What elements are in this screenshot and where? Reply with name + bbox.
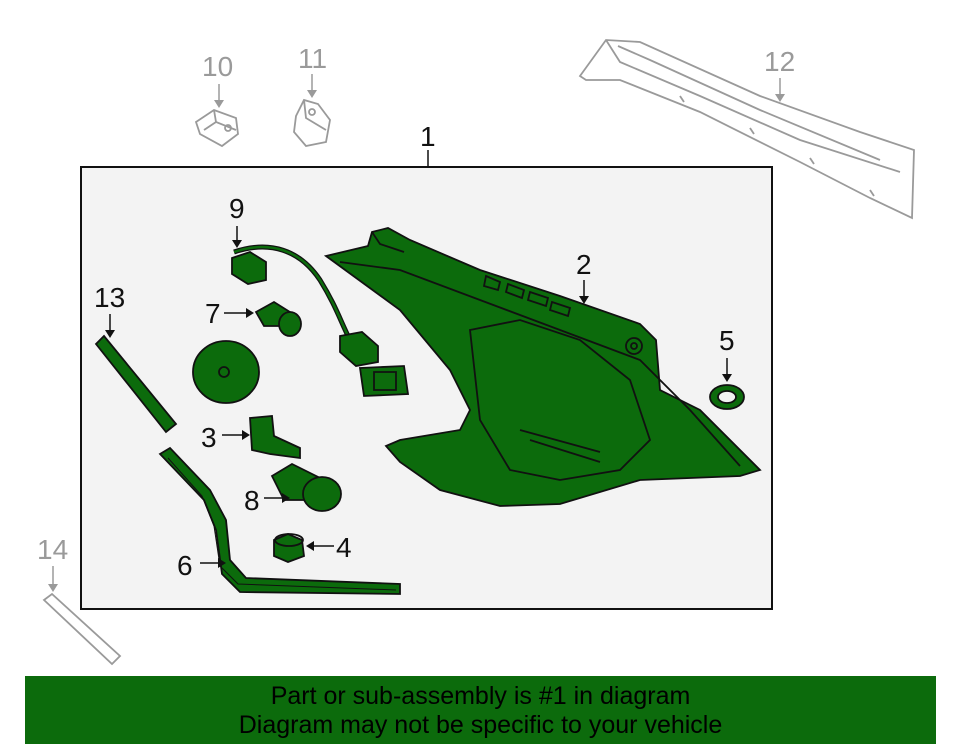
part-5-grommet (709, 384, 745, 410)
callout-3-arrowhead (242, 430, 250, 440)
part-11-bracket (293, 98, 331, 147)
banner-line-1: Part or sub-assembly is #1 in diagram (270, 682, 691, 710)
callout-9-arrowhead (232, 240, 242, 248)
callout-4-arrowhead (306, 541, 314, 551)
callout-3: 3 (201, 422, 217, 453)
part-6-gasket (158, 446, 401, 595)
part-9-socket-harness (231, 244, 410, 397)
callout-9: 9 (229, 193, 245, 224)
callout-1: 1 (420, 121, 436, 152)
callout-5: 5 (719, 325, 735, 356)
part-2-lamp-housing (323, 227, 762, 507)
callout-14-arrowhead (48, 584, 58, 592)
part-4-plug (273, 533, 305, 563)
callout-12: 12 (764, 46, 795, 77)
info-banner: Part or sub-assembly is #1 in diagram Di… (25, 676, 936, 744)
banner-line-2: Diagram may not be specific to your vehi… (238, 711, 723, 739)
callout-6-arrowhead (218, 558, 226, 568)
callout-7: 7 (205, 298, 221, 329)
callout-2: 2 (576, 249, 592, 280)
callout-13-arrowhead (105, 330, 115, 338)
part-13-seal (94, 334, 178, 434)
callout-2-arrowhead (579, 296, 589, 304)
callout-4: 4 (336, 532, 352, 563)
callout-12-arrowhead (775, 94, 785, 102)
part-3-bracket (249, 415, 301, 460)
round-cap (192, 340, 260, 404)
callout-7-arrowhead (246, 308, 254, 318)
part-14-strip (42, 592, 122, 666)
callout-10-arrowhead (214, 100, 224, 108)
callout-11-arrowhead (307, 90, 317, 98)
part-7-bulb (254, 300, 302, 337)
part-10-clip (194, 108, 239, 148)
callout-8: 8 (244, 485, 260, 516)
callout-6: 6 (177, 550, 193, 581)
callout-10: 10 (202, 51, 233, 82)
callout-14: 14 (37, 534, 68, 565)
callout-5-arrowhead (722, 374, 732, 382)
part-12-trim-panel (578, 39, 915, 220)
callout-8-arrowhead (282, 493, 290, 503)
callout-13: 13 (94, 282, 125, 313)
callout-11: 11 (298, 43, 327, 74)
